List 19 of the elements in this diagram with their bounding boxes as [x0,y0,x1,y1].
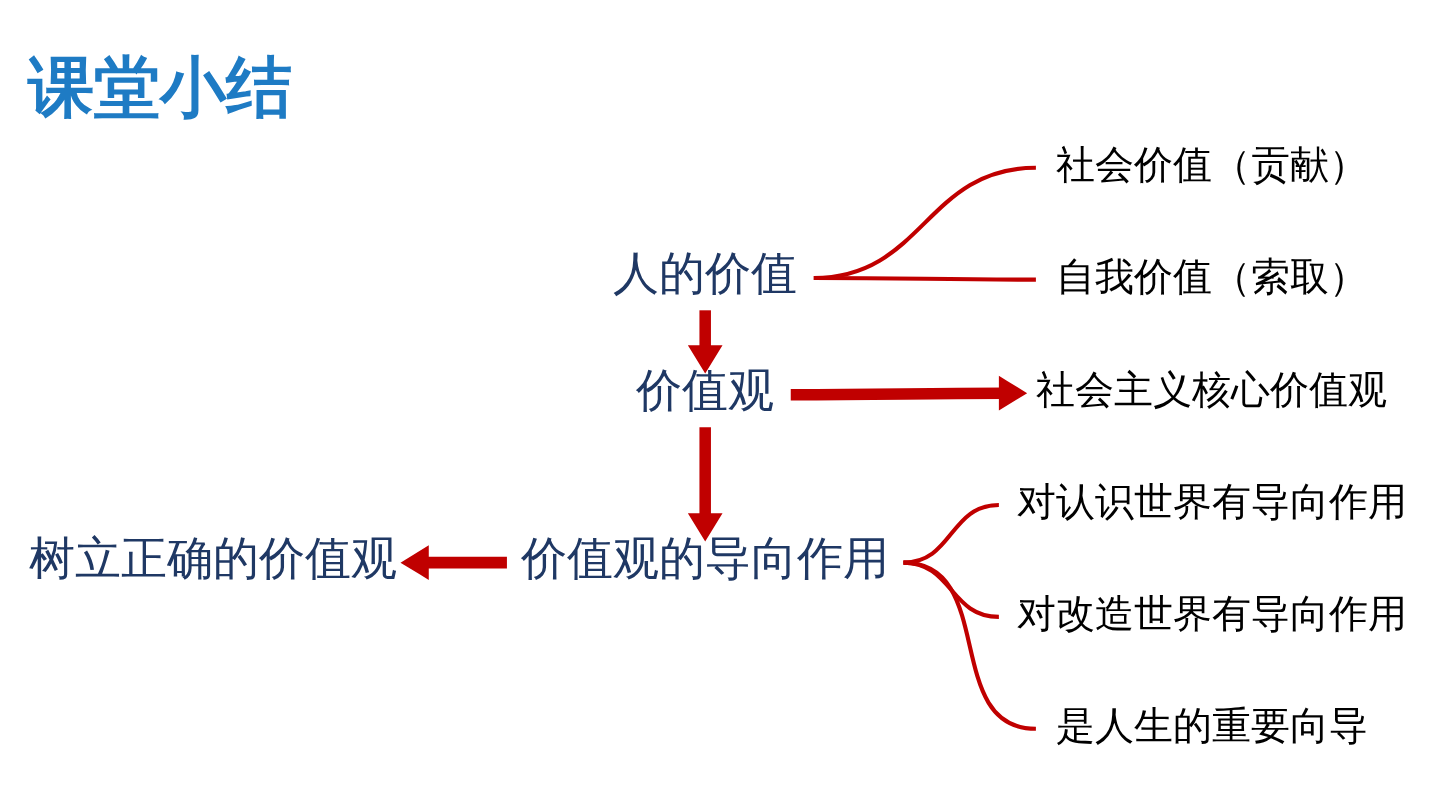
connector [903,560,1037,731]
node-text: 自我价值（索取） [1055,252,1368,299]
node-text: 社会主义核心价值观 [1036,365,1388,412]
diagram-title: 课堂小结 [28,48,293,126]
node-text: 是人生的重要向导 [1055,701,1368,748]
node-text: 社会价值（贡献） [1055,140,1368,187]
connector [813,275,1036,282]
arrow [790,375,1028,410]
connector [813,165,1037,280]
node-text: 对改造世界有导向作用 [1016,589,1407,636]
node-text: 价值观 [636,362,775,417]
node-text: 价值观的导向作用 [521,530,890,585]
connector [903,502,1000,565]
arrow [687,309,723,373]
node-text: 对认识世界有导向作用 [1016,477,1407,524]
node-text: 人的价值 [613,245,798,300]
node-text: 树立正确的价值观 [29,530,398,585]
arrow [400,544,507,580]
arrow [687,426,723,542]
